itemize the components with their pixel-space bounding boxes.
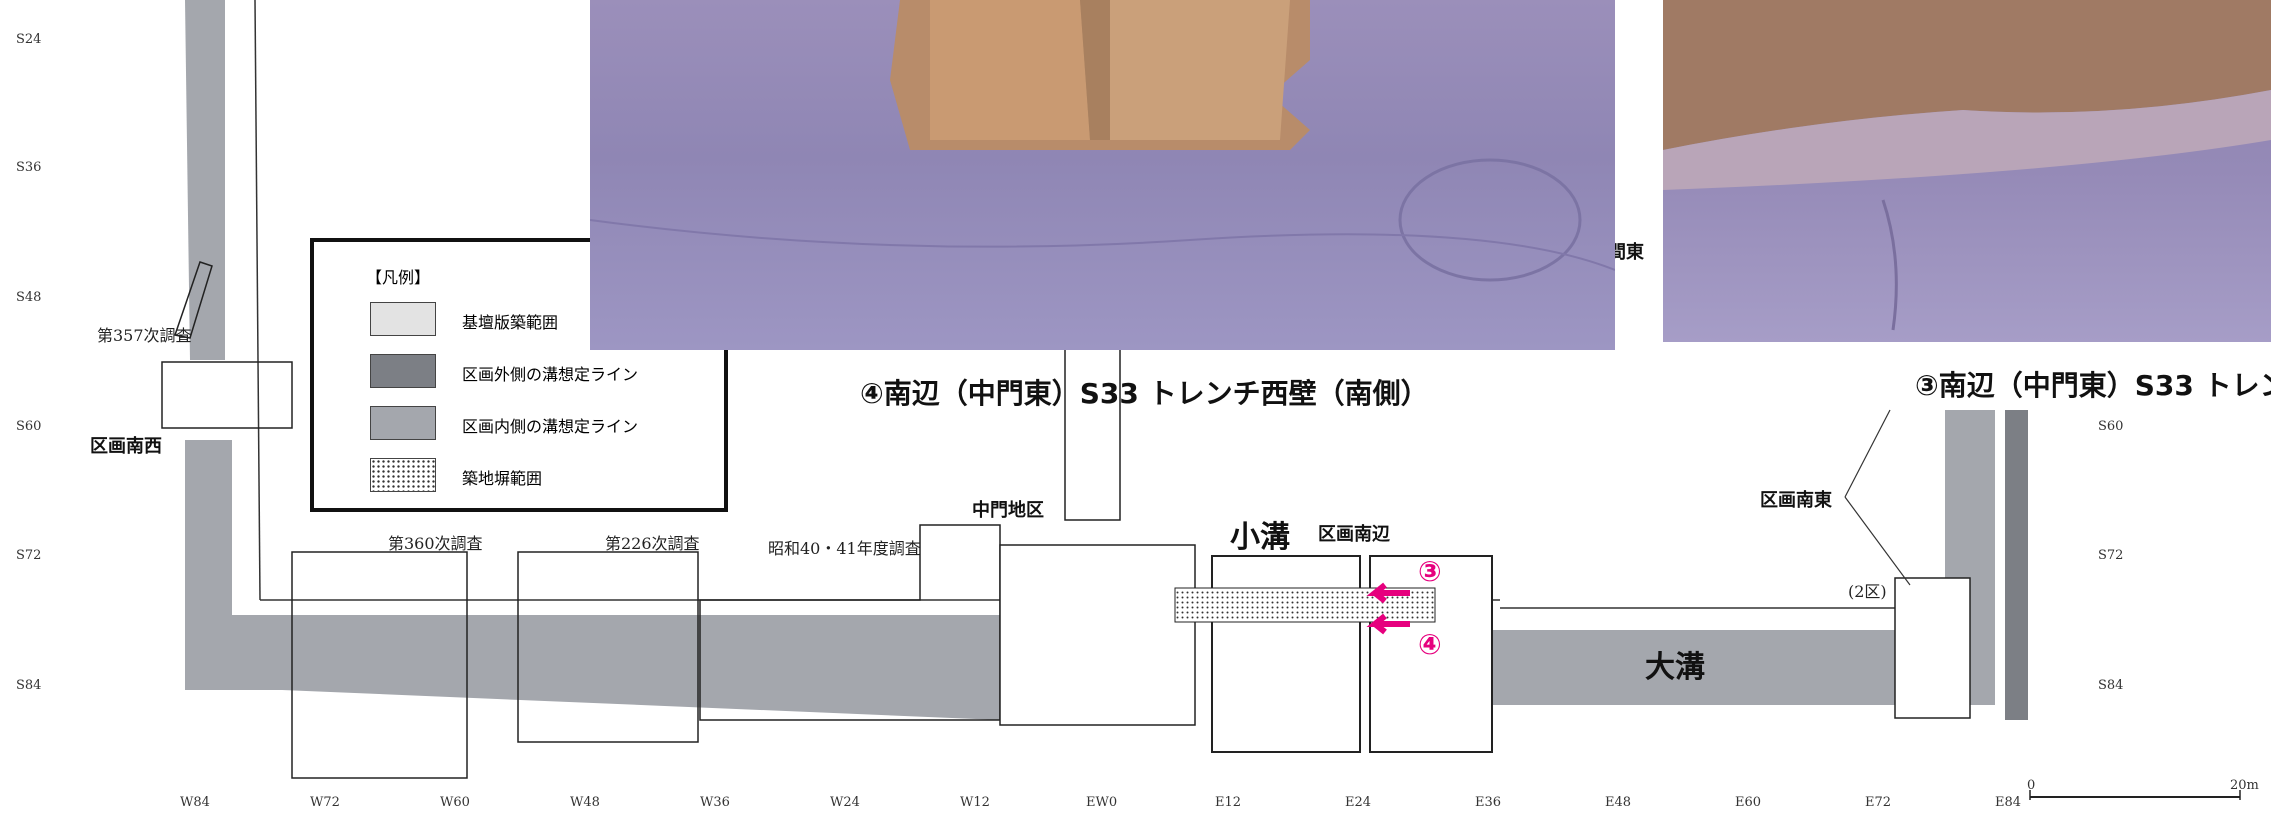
arrow-4 <box>1366 613 1410 635</box>
legend-swatch <box>370 354 436 388</box>
inner-ditch-west <box>185 0 225 360</box>
caption-photo-3: ③南辺（中門東）S33 トレン <box>1915 369 2271 402</box>
scale-end: 20m <box>2230 778 2259 793</box>
x-tick: E24 <box>1345 795 1372 810</box>
legend-swatch <box>370 458 436 492</box>
trench-east <box>1894 577 1971 719</box>
photo-trench-4-image <box>590 0 1615 282</box>
legend-label: 区画外側の溝想定ライン <box>462 365 639 384</box>
trench-south-1 <box>1211 555 1361 753</box>
trench-chumon <box>999 544 1196 726</box>
photo-trench-3 <box>1663 0 2271 342</box>
legend-swatch <box>370 406 436 440</box>
label-survey-360: 第360次調査 <box>388 534 483 553</box>
x-tick: E36 <box>1475 795 1502 810</box>
marker-4: ④ <box>1418 628 1442 661</box>
legend-swatch <box>370 302 436 336</box>
outer-ditch-south-west <box>282 615 1000 720</box>
x-tick: E12 <box>1215 795 1242 810</box>
x-tick: W36 <box>700 795 730 810</box>
label-survey-357: 第357次調査 <box>97 326 192 345</box>
trench-357 <box>161 361 293 429</box>
trench-360 <box>291 551 468 779</box>
ditch-east <box>1490 630 1900 705</box>
y-tick-s48: S48 <box>16 290 42 305</box>
label-kukaku-nanpen: 区画南辺 <box>1318 524 1390 545</box>
y-tick-s84: S84 <box>16 678 42 693</box>
x-tick: E60 <box>1735 795 1762 810</box>
x-tick: E48 <box>1605 795 1632 810</box>
y-tick-right-s60: S60 <box>2098 419 2124 434</box>
y-tick-right-s84: S84 <box>2098 678 2124 693</box>
y-tick-s72: S72 <box>16 548 42 563</box>
outer-ditch-east <box>2005 410 2028 720</box>
legend-label: 基壇版築範囲 <box>462 313 559 332</box>
inner-ditch-west-lower <box>185 440 282 690</box>
label-kukaku-nansei: 区画南西 <box>90 436 162 457</box>
x-tick: W48 <box>570 795 600 810</box>
caption-photo-4: ④南辺（中門東）S33 トレンチ西壁（南側） <box>860 377 1429 410</box>
x-tick: W24 <box>830 795 860 810</box>
legend-label: 区画内側の溝想定ライン <box>462 417 639 436</box>
x-tick: EW0 <box>1086 795 1118 810</box>
x-tick: W60 <box>440 795 470 810</box>
label-zone-2: (2区) <box>1848 582 1887 601</box>
x-tick: E72 <box>1865 795 1892 810</box>
label-kukaku-nantou: 区画南東 <box>1760 490 1832 511</box>
x-tick: W72 <box>310 795 340 810</box>
label-chumon-area: 中門地区 <box>972 500 1044 521</box>
y-tick-s36: S36 <box>16 160 42 175</box>
y-tick-s60: S60 <box>16 419 42 434</box>
legend-label: 築地塀範囲 <box>462 469 543 488</box>
x-tick: E84 <box>1995 795 2022 810</box>
label-survey-showa: 昭和40・41年度調査 <box>768 539 921 558</box>
photo-trench-3-image <box>1663 0 2271 331</box>
trench-226 <box>517 551 699 743</box>
marker-3: ③ <box>1418 555 1442 588</box>
x-tick: W84 <box>180 795 210 810</box>
label-partial-east: 間東 <box>1608 242 1644 263</box>
y-tick-right-s72: S72 <box>2098 548 2124 563</box>
scale-start: 0 <box>2027 778 2036 793</box>
label-survey-226: 第226次調査 <box>605 534 700 553</box>
arrow-3 <box>1366 582 1410 604</box>
legend-title: 【凡例】 <box>366 268 431 287</box>
photo-trench-4 <box>590 0 1615 350</box>
label-small-ditch: 小溝 <box>1230 520 1290 555</box>
label-big-ditch: 大溝 <box>1645 650 1705 685</box>
x-tick: W12 <box>960 795 990 810</box>
y-tick-s24: S24 <box>16 32 42 47</box>
